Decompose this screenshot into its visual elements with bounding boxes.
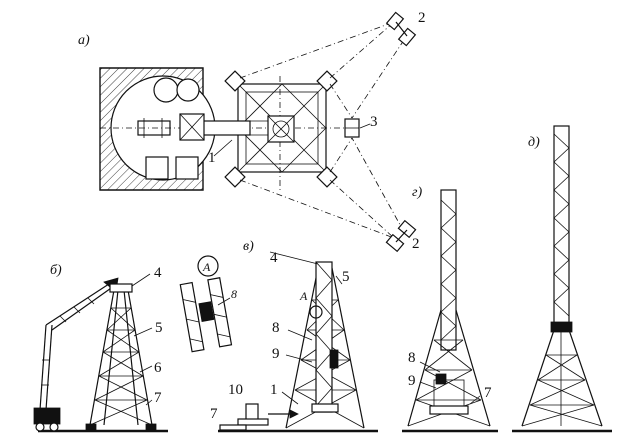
view-d: д) [512, 125, 612, 433]
view-v: в) [210, 239, 378, 433]
callout-8: 8 [272, 320, 280, 336]
callout-7: 7 [484, 385, 492, 401]
pulley-block [344, 118, 360, 138]
callout-7: 7 [210, 406, 218, 422]
callout-1: 1 [208, 150, 216, 166]
detail-A: A 8 [179, 255, 237, 353]
callout-4: 4 [270, 250, 278, 266]
callout-2: 2 [418, 10, 426, 26]
callout-3: 3 [370, 114, 378, 130]
callout-2: 2 [412, 236, 420, 252]
anchor-winch [385, 11, 417, 47]
opening-circle [153, 77, 179, 103]
view-label-b: б) [50, 263, 62, 278]
opening-rect [175, 156, 199, 180]
view-label-d: д) [528, 135, 540, 150]
callout-9: 9 [408, 373, 416, 389]
callout-1: 1 [270, 382, 278, 398]
view-label-g: г) [412, 185, 422, 200]
opening-circle [176, 78, 200, 102]
detail-marker: A [202, 260, 211, 274]
view-b: б) [33, 263, 168, 433]
callout-5: 5 [155, 320, 163, 336]
callout-8: 8 [231, 287, 237, 301]
callout-4: 4 [154, 265, 162, 281]
corner-shoe [224, 70, 246, 92]
callout-10: 10 [228, 382, 243, 398]
callout-5: 5 [342, 269, 350, 285]
view-g: г) 8 9 7 [402, 185, 498, 433]
callout-7: 7 [154, 390, 162, 406]
tower-lattice [89, 283, 153, 426]
crane [33, 277, 119, 432]
view-label-v: в) [243, 239, 254, 254]
callout-9: 9 [272, 346, 280, 362]
opening-rect [145, 156, 169, 180]
callout-6: 6 [154, 360, 162, 376]
hinge-icon [179, 113, 205, 141]
view-label-a: а) [78, 33, 90, 48]
callout-8: 8 [408, 350, 416, 366]
callout-A: A [299, 289, 308, 303]
corner-shoe [224, 166, 246, 188]
plan-view: а) 1 2 2 3 [78, 10, 426, 253]
anchor-winch [385, 219, 417, 253]
